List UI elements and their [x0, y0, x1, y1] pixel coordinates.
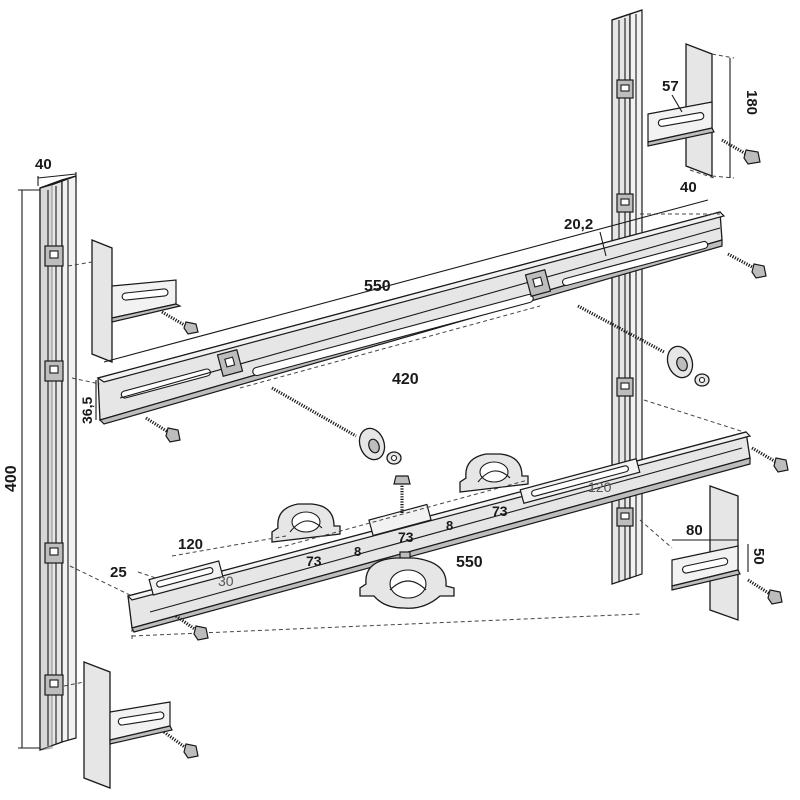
- lower-end-height-label: 30: [218, 573, 234, 589]
- clamp-spacing-c-label: 73: [492, 503, 508, 519]
- upper-right-threaded-rod: [577, 304, 710, 387]
- upper-right-wall-bracket: [647, 43, 735, 179]
- hanging-pipe-clamp: [359, 551, 455, 609]
- upper-bar-thickness-dimension: 20,2: [564, 216, 607, 257]
- lower-right-wall-bracket: [639, 485, 749, 621]
- lower-bar-base-guide: [131, 613, 641, 637]
- upper-bar-offset-dimension: 36,5: [79, 380, 97, 424]
- lower-left-pipe-clamp: [271, 503, 341, 543]
- lower-bar-length-label: 550: [456, 554, 483, 571]
- lower-bar-labels: 120 25 30 73 8 73 8 73 550 120: [110, 479, 612, 589]
- left-rail-nut-blocks: [44, 245, 64, 696]
- upper-slot-dimension-line: [239, 305, 541, 389]
- upper-bar-end-bolts: [145, 252, 767, 443]
- right-bracket-height-label: 180: [743, 90, 760, 115]
- right-bracket-width-label: 57: [662, 78, 679, 95]
- left-rail-height-label: 400: [3, 465, 20, 492]
- clamp-gap-a-label: 8: [354, 544, 361, 559]
- clamp-gap-b-label: 8: [446, 518, 453, 533]
- lower-bracket-width-label: 80: [686, 522, 703, 539]
- clamp-spacing-b-label: 73: [398, 529, 414, 545]
- upper-left-wall-bracket: [67, 239, 182, 363]
- upper-cross-bar: [96, 211, 726, 425]
- lower-cross-bar: [126, 431, 752, 633]
- lower-bracket-height-label: 50: [750, 548, 767, 565]
- lower-bar-end-bolts: [175, 446, 789, 641]
- right-bracket-width-leader: [671, 94, 683, 113]
- upper-bar-guide-left: [71, 377, 101, 385]
- upper-bar-nut-blocks: [216, 269, 552, 377]
- lower-bar-guide-rail: [69, 565, 133, 597]
- upper-bar-thickness-label: 20,2: [564, 216, 593, 233]
- lower-left-bracket-bolt: [163, 730, 199, 759]
- lower-right-slot-label: 120: [588, 479, 612, 495]
- clamp-spacing-a-label: 73: [306, 553, 322, 569]
- right-channel-rail: [611, 9, 643, 585]
- lower-center-threaded-rod: [393, 475, 411, 514]
- lower-right-pipe-clamp: [459, 453, 529, 493]
- lower-left-wall-bracket: [63, 661, 173, 789]
- right-bracket-depth-label: 40: [680, 179, 697, 196]
- upper-bar-length-label: 550: [364, 278, 391, 295]
- left-rail-width-label: 40: [35, 156, 52, 173]
- upper-right-bracket-bolt: [721, 138, 761, 165]
- upper-bar-offset-label: 36,5: [79, 397, 95, 424]
- right-rail-nut-blocks: [616, 79, 634, 527]
- upper-left-threaded-rod: [271, 386, 402, 465]
- lower-right-bracket-bolt: [747, 578, 783, 605]
- lower-bar-guide-right: [643, 399, 745, 433]
- lower-end-offset-label: 25: [110, 564, 127, 581]
- left-rail-height-dimension: 400: [3, 189, 40, 749]
- left-rail-width-dimension: 40: [35, 156, 77, 186]
- upper-slot-length-label: 420: [392, 371, 419, 388]
- upper-left-bracket-bolt: [161, 310, 199, 335]
- upper-bar-length-dimension: 550: [103, 199, 709, 363]
- lower-end-slot-label: 120: [178, 536, 203, 553]
